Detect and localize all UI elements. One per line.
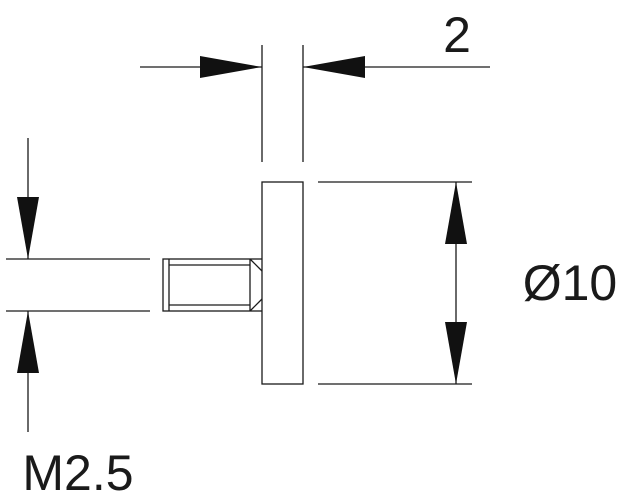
arrow-down-icon — [17, 197, 39, 259]
arrow-right-icon — [200, 56, 262, 78]
thread-dimension: M2.5 — [6, 138, 150, 500]
arrow-down-icon — [445, 322, 467, 384]
diameter-label: Ø10 — [523, 255, 618, 311]
width-dimension: 2 — [140, 7, 490, 162]
thread-runout-top — [249, 258, 263, 272]
arrow-left-icon — [303, 56, 365, 78]
diameter-dimension: Ø10 — [318, 181, 618, 385]
head-disc — [261, 181, 304, 385]
width-label: 2 — [443, 7, 471, 63]
thread-label: M2.5 — [22, 445, 133, 500]
arrow-up-icon — [17, 311, 39, 373]
thread-runout-bottom — [249, 298, 263, 312]
part-outline — [162, 181, 304, 385]
arrow-up-icon — [445, 182, 467, 244]
thread-stem — [162, 258, 264, 312]
